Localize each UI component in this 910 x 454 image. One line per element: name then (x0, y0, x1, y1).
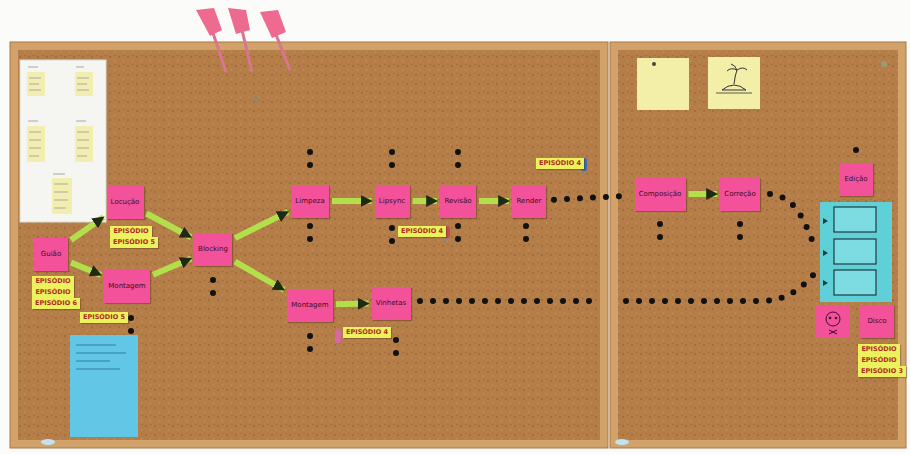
note-text: Vinhetas (376, 299, 406, 308)
paper-sheet (20, 60, 106, 222)
arrow-strip (235, 262, 284, 290)
sticky-note: Montagem (104, 270, 150, 303)
episode-label: EPISÓDIO 3 (861, 366, 903, 377)
episode-label: EPISÓDIO 4 (539, 158, 581, 169)
episode-note: EPISÓDIO (32, 287, 74, 298)
arrow-strip (71, 217, 104, 240)
episode-label: EPISÓDIO 5 (83, 312, 125, 323)
episode-label: EPISÓDIO (35, 276, 70, 287)
episode-label: EPISÓDIO 5 (113, 237, 155, 248)
note-text: Render (517, 197, 542, 206)
episode-note: EPISÓDIO 4 (398, 226, 446, 237)
storyboard-panel (820, 202, 892, 302)
episode-note: EPISÓDIO (32, 276, 74, 287)
arrow-strip (147, 213, 192, 237)
cork-surface (18, 50, 600, 440)
note-text: Correção (724, 190, 755, 199)
board-frame (10, 42, 608, 448)
arrow-strip (332, 198, 372, 204)
sticky-note: Locução (107, 186, 144, 219)
episode-note: EPISÓDIO 3 (858, 366, 906, 377)
sticky-note: Revisão (440, 185, 476, 218)
island-note (708, 57, 760, 109)
note-text: Guião (41, 250, 61, 259)
episode-label: EPISÓDIO 4 (346, 327, 388, 338)
note-text: Revisão (444, 197, 471, 206)
sticker (41, 439, 55, 445)
arrow-strip (479, 198, 509, 204)
dotted-connector (554, 196, 627, 200)
episode-note: EPISÓDIO 6 (32, 298, 80, 309)
episode-label: EPISÓDIO 4 (401, 226, 443, 237)
episode-note: EPISÓDIO (858, 355, 900, 366)
episode-note: EPISÓDIO (110, 226, 152, 237)
note-text: Montagem (291, 301, 328, 310)
episode-note: EPISÓDIO 5 (80, 312, 128, 323)
arrow-strip (71, 262, 101, 275)
push-pins (335, 158, 587, 350)
sticky-note: Edição (839, 163, 873, 196)
sticky-note: Montagem (287, 289, 333, 322)
note-text: Disco (867, 317, 886, 326)
episode-note: EPISÓDIO (858, 344, 900, 355)
sticky-note: Composição (635, 178, 686, 211)
sticky-note: Correção (720, 178, 760, 211)
note-text: Locução (111, 198, 140, 207)
cork-surface (618, 50, 898, 440)
sticky-note: Render (512, 185, 546, 218)
sticky-note: Guião (34, 238, 68, 271)
pin-dots (131, 150, 856, 362)
sticky-note: Limpeza (291, 185, 329, 218)
sticky-note: Disco (860, 305, 894, 338)
episode-label: EPISÓDIO (113, 226, 148, 237)
sticker (615, 439, 629, 445)
sticky-note: Blocking (194, 233, 232, 266)
arrow-strip (413, 198, 438, 204)
index-card (70, 335, 138, 437)
pin (881, 61, 887, 67)
episode-label: EPISÓDIO (35, 287, 70, 298)
note-text: Blocking (198, 245, 228, 254)
arrow-strip (336, 301, 369, 308)
note-text: Composição (639, 190, 682, 199)
skull-note (816, 305, 850, 338)
episode-label: EPISÓDIO 6 (35, 298, 77, 309)
episode-note: EPISÓDIO 5 (110, 237, 158, 248)
note-text: Limpeza (295, 197, 324, 206)
arrow-strip (689, 191, 718, 197)
arrow-strip (153, 258, 191, 274)
sticky-note: Lipsync (375, 185, 410, 218)
blank-note (637, 58, 689, 110)
episode-label: EPISÓDIO (861, 344, 896, 355)
episode-note: EPISÓDIO 4 (343, 327, 391, 338)
note-text: Lipsync (379, 197, 405, 206)
episode-label: EPISÓDIO (861, 355, 896, 366)
episode-note: EPISÓDIO 4 (536, 158, 584, 169)
pin (652, 62, 656, 66)
arrow-strip (235, 212, 288, 238)
board-frame (610, 42, 906, 448)
sticky-note: Vinhetas (372, 287, 411, 320)
note-text: Montagem (108, 282, 145, 291)
note-text: Edição (844, 175, 867, 184)
darts (196, 8, 290, 102)
